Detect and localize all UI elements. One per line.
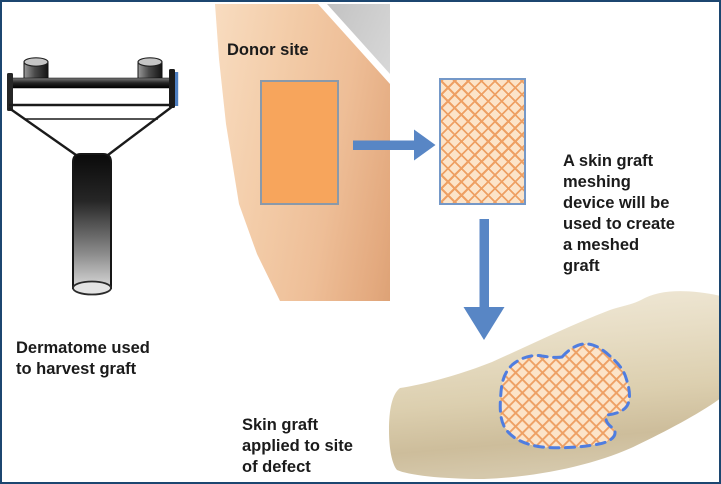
dermatome-right-plate <box>169 69 175 108</box>
applied-graft-caption: Skin graft applied to site of defect <box>242 416 353 476</box>
donor-leg-photo <box>214 4 390 301</box>
dermatome-caption: Dermatome used to harvest graft <box>16 339 150 378</box>
donor-site-label: Donor site <box>227 41 309 59</box>
donor-site-rect <box>260 80 339 205</box>
down-arrow-icon <box>463 219 505 340</box>
dermatome-handle <box>72 153 112 296</box>
dermatome-illustration <box>7 57 179 296</box>
recipient-arm-illustration <box>389 291 719 479</box>
meshed-graft-rect <box>439 78 526 205</box>
dermatome-frame <box>8 103 174 156</box>
right-arrow-icon <box>353 129 436 161</box>
dermatome-left-plate <box>7 73 13 111</box>
applied-graft-patch <box>498 342 631 450</box>
dermatome-crossbar <box>9 77 173 89</box>
meshing-device-caption: A skin graft meshing device will be used… <box>563 152 675 275</box>
dermatome-blade-clip <box>175 72 179 106</box>
